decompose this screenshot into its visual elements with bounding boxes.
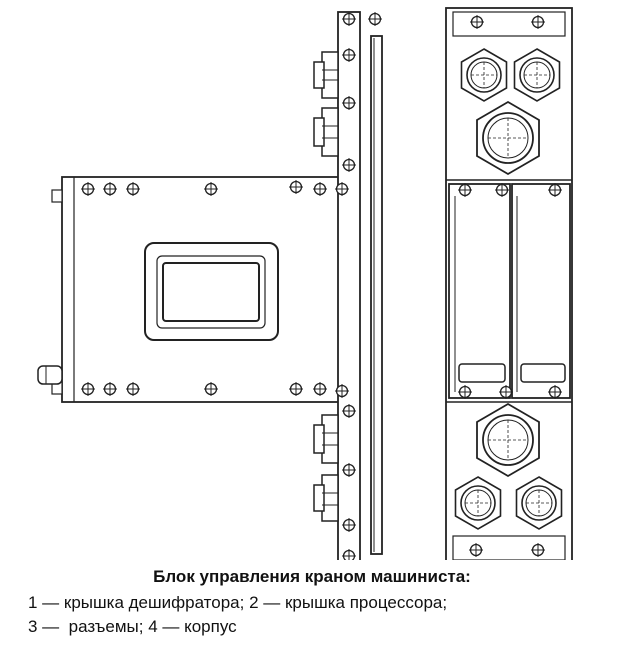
figure-caption-line-1: 1 — крышка дешифратора; 2 — крышка проце…	[28, 593, 448, 612]
connectors-lower	[313, 414, 339, 522]
side-view	[37, 11, 383, 560]
connectors-upper	[313, 51, 339, 157]
figure-caption-title: Блок управления краном машиниста:	[153, 567, 471, 586]
processor-cover	[448, 183, 571, 399]
mounting-plate	[337, 11, 361, 560]
technical-drawing	[37, 7, 573, 560]
figure-caption-line-2: 3 — разъемы; 4 — корпус	[28, 617, 237, 636]
side-knob	[37, 365, 63, 385]
front-view	[445, 7, 573, 560]
